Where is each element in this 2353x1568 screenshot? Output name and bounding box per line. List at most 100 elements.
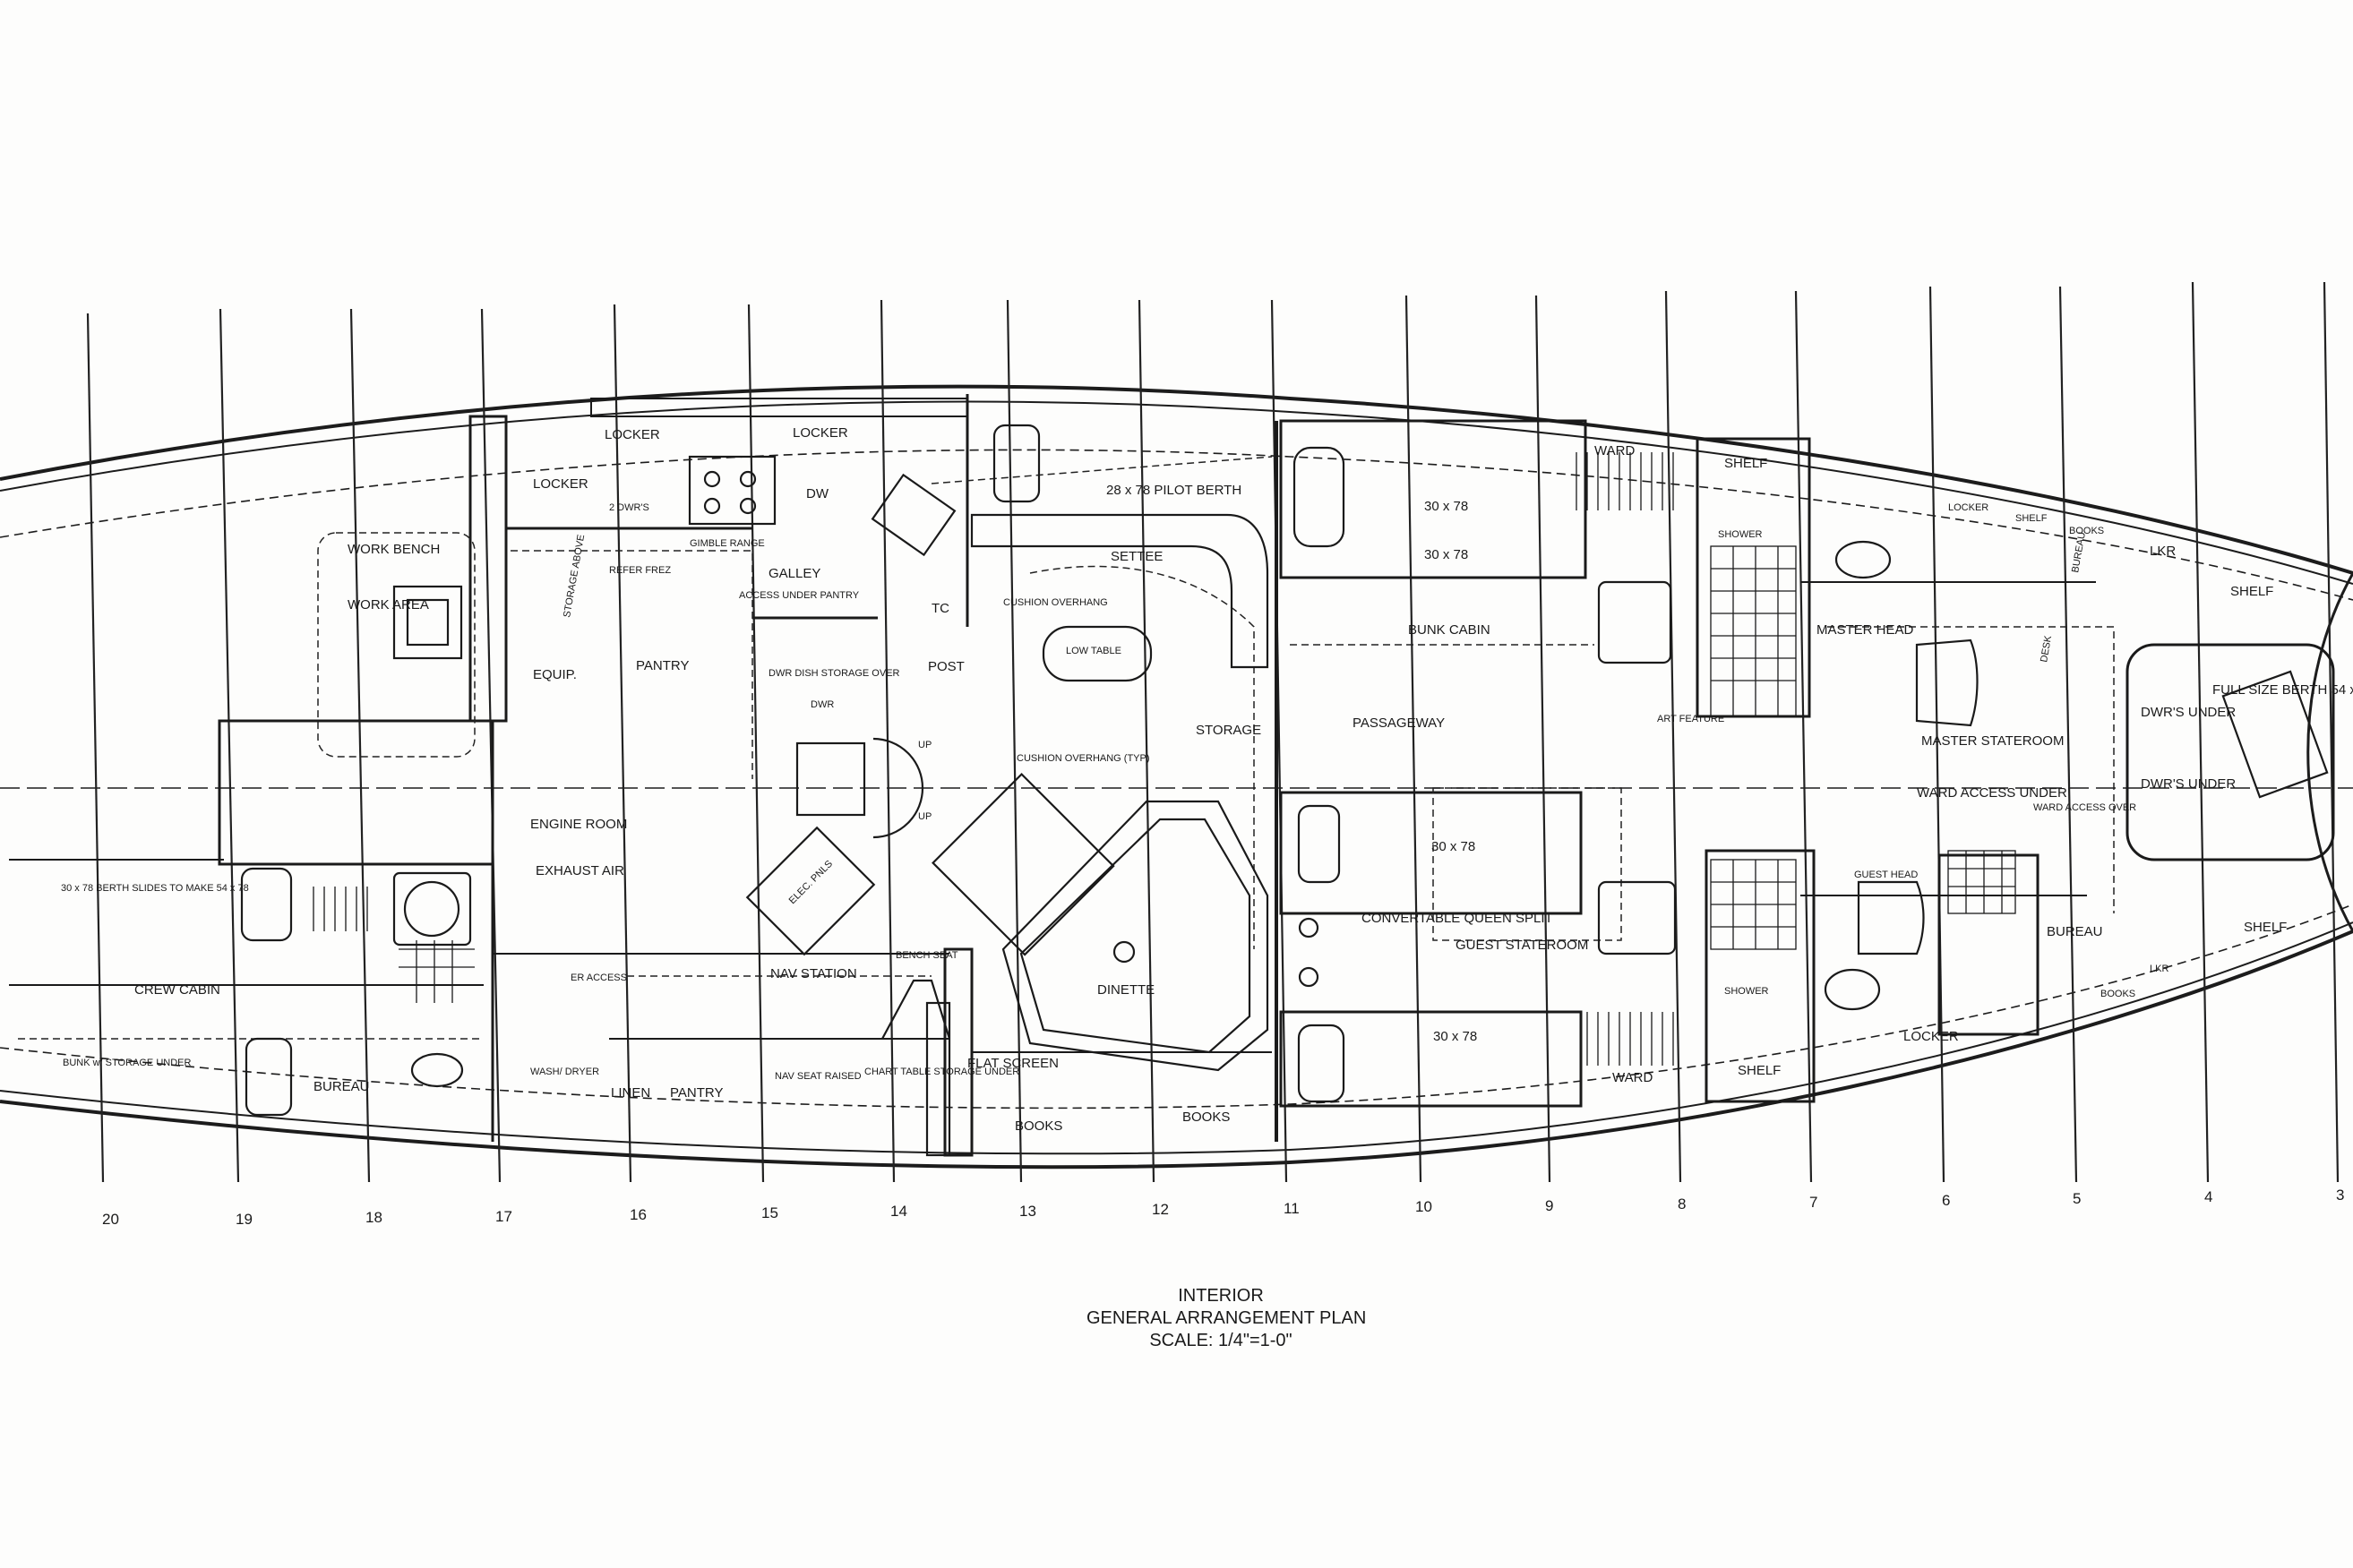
label: WORK BENCH <box>348 542 440 557</box>
label: BUNK w/ STORAGE UNDER <box>63 1058 191 1068</box>
label: DWR'S UNDER <box>2141 705 2236 720</box>
label: LINEN <box>611 1085 650 1101</box>
bulkheads <box>9 394 2335 1157</box>
label: BUREAU <box>2047 924 2103 939</box>
label: SHELF <box>2230 584 2273 599</box>
label: EQUIP. <box>533 667 577 682</box>
label: GUEST STATEROOM <box>1456 938 1588 953</box>
frame-number: 14 <box>890 1203 907 1220</box>
label: UP <box>918 740 932 750</box>
label: LOCKER <box>605 427 660 442</box>
label: DESK <box>2039 634 2054 663</box>
label: 30 x 78 BERTH SLIDES TO MAKE 54 x 78 <box>61 883 249 894</box>
furniture <box>240 424 2329 1157</box>
label: ACCESS UNDER PANTRY <box>739 590 860 601</box>
frame-number: 12 <box>1152 1201 1169 1218</box>
label: LKR <box>2150 964 2168 974</box>
label: LOCKER <box>533 476 588 492</box>
caption-subtitle: GENERAL ARRANGEMENT PLAN <box>1086 1308 1367 1328</box>
label: ER ACCESS <box>571 973 627 983</box>
label: WARD <box>1612 1070 1653 1085</box>
label: FULL SIZE BERTH 54 x 78 <box>2212 682 2353 698</box>
label: 30 x 78 <box>1424 499 1468 514</box>
label: EXHAUST AIR <box>536 863 624 878</box>
label: BOOKS <box>2100 989 2135 999</box>
label: 28 x 78 PILOT BERTH <box>1106 483 1241 498</box>
frame-number: 13 <box>1019 1203 1036 1220</box>
label: LOCKER <box>1903 1029 1959 1044</box>
label: SHELF <box>2244 920 2287 935</box>
frame-number: 9 <box>1545 1197 1553 1214</box>
frame-number: 15 <box>761 1204 778 1221</box>
label: WASH/ DRYER <box>530 1067 599 1077</box>
caption-scale: SCALE: 1/4"=1-0" <box>1149 1331 1292 1350</box>
frame-number: 8 <box>1678 1195 1686 1212</box>
label: SHELF <box>2015 513 2048 524</box>
label: 30 x 78 <box>1424 547 1468 562</box>
label: DW <box>806 486 829 501</box>
grid-hatching <box>313 452 2016 1066</box>
dashed-outlines <box>18 456 2115 1040</box>
label: WARD <box>1594 443 1635 458</box>
frame-numbers: 20 19 18 17 16 15 14 13 12 11 10 9 8 7 6… <box>102 1187 2344 1228</box>
label: LOW TABLE <box>1066 646 1121 656</box>
label: NAV STATION <box>770 966 857 981</box>
label: STORAGE ABOVE <box>562 534 587 619</box>
label: CONVERTABLE QUEEN SPLIT <box>1361 911 1553 926</box>
label: MASTER HEAD <box>1816 622 1914 638</box>
frame-number: 20 <box>102 1211 119 1228</box>
label: CHART TABLE STORAGE UNDER <box>864 1067 1019 1077</box>
label: WORK AREA <box>348 597 429 613</box>
label: CUSHION OVERHANG <box>1003 597 1108 608</box>
label: MASTER STATEROOM <box>1921 733 2064 749</box>
label: 30 x 78 <box>1433 1029 1477 1044</box>
label: BENCH SEAT <box>896 950 958 961</box>
label: UP <box>918 811 932 822</box>
label: SHOWER <box>1724 986 1769 997</box>
frame-number: 5 <box>2073 1190 2081 1207</box>
label: DWR'S UNDER <box>2141 776 2236 792</box>
label: LOCKER <box>793 425 848 441</box>
frame-number: 7 <box>1809 1194 1817 1211</box>
label: CUSHION OVERHANG (TYP) <box>1017 753 1150 764</box>
label: BUREAU <box>313 1079 370 1094</box>
label: GALLEY <box>769 566 820 581</box>
label: 30 x 78 <box>1431 839 1475 854</box>
label: DINETTE <box>1097 982 1155 998</box>
label: WARD ACCESS UNDER <box>1917 785 2067 801</box>
frame-number: 10 <box>1415 1198 1432 1215</box>
label: LKR <box>2150 544 2176 559</box>
label: GIMBLE RANGE <box>690 538 765 549</box>
label: BUNK CABIN <box>1408 622 1490 638</box>
frame-number: 3 <box>2336 1187 2344 1204</box>
label: LOCKER <box>1948 502 1988 513</box>
frame-number: 6 <box>1942 1192 1950 1209</box>
label: PANTRY <box>670 1085 723 1101</box>
frame-lines <box>86 281 2340 1183</box>
frame-number: 17 <box>495 1208 512 1225</box>
frame-number: 19 <box>236 1211 253 1228</box>
label: GUEST HEAD <box>1854 870 1918 880</box>
label: SHELF <box>1724 456 1767 471</box>
hull-outline <box>0 384 2353 1170</box>
plan-caption: INTERIOR GENERAL ARRANGEMENT PLAN SCALE:… <box>1086 1285 1367 1352</box>
label: STORAGE <box>1196 723 1261 738</box>
label: PASSAGEWAY <box>1353 715 1445 731</box>
label: CREW CABIN <box>134 982 220 998</box>
caption-title: INTERIOR <box>1178 1286 1264 1306</box>
label: REFER FREZ <box>609 565 671 576</box>
label: WARD ACCESS OVER <box>2033 802 2136 813</box>
label: ART FEATURE <box>1657 714 1724 724</box>
room-labels: LOCKER LOCKER LOCKER 2 DWR'S GIMBLE RANG… <box>61 425 2353 1134</box>
frame-number: 4 <box>2204 1188 2212 1205</box>
frame-number: 16 <box>630 1206 647 1223</box>
label: POST <box>928 659 965 674</box>
label: TC <box>932 601 949 616</box>
label: SHELF <box>1738 1063 1781 1078</box>
frame-number: 18 <box>365 1209 382 1226</box>
label: BOOKS <box>1015 1118 1062 1134</box>
label: ENGINE ROOM <box>530 817 627 832</box>
label: 2 DWR'S <box>609 502 649 513</box>
label: FLAT SCREEN <box>967 1056 1059 1071</box>
